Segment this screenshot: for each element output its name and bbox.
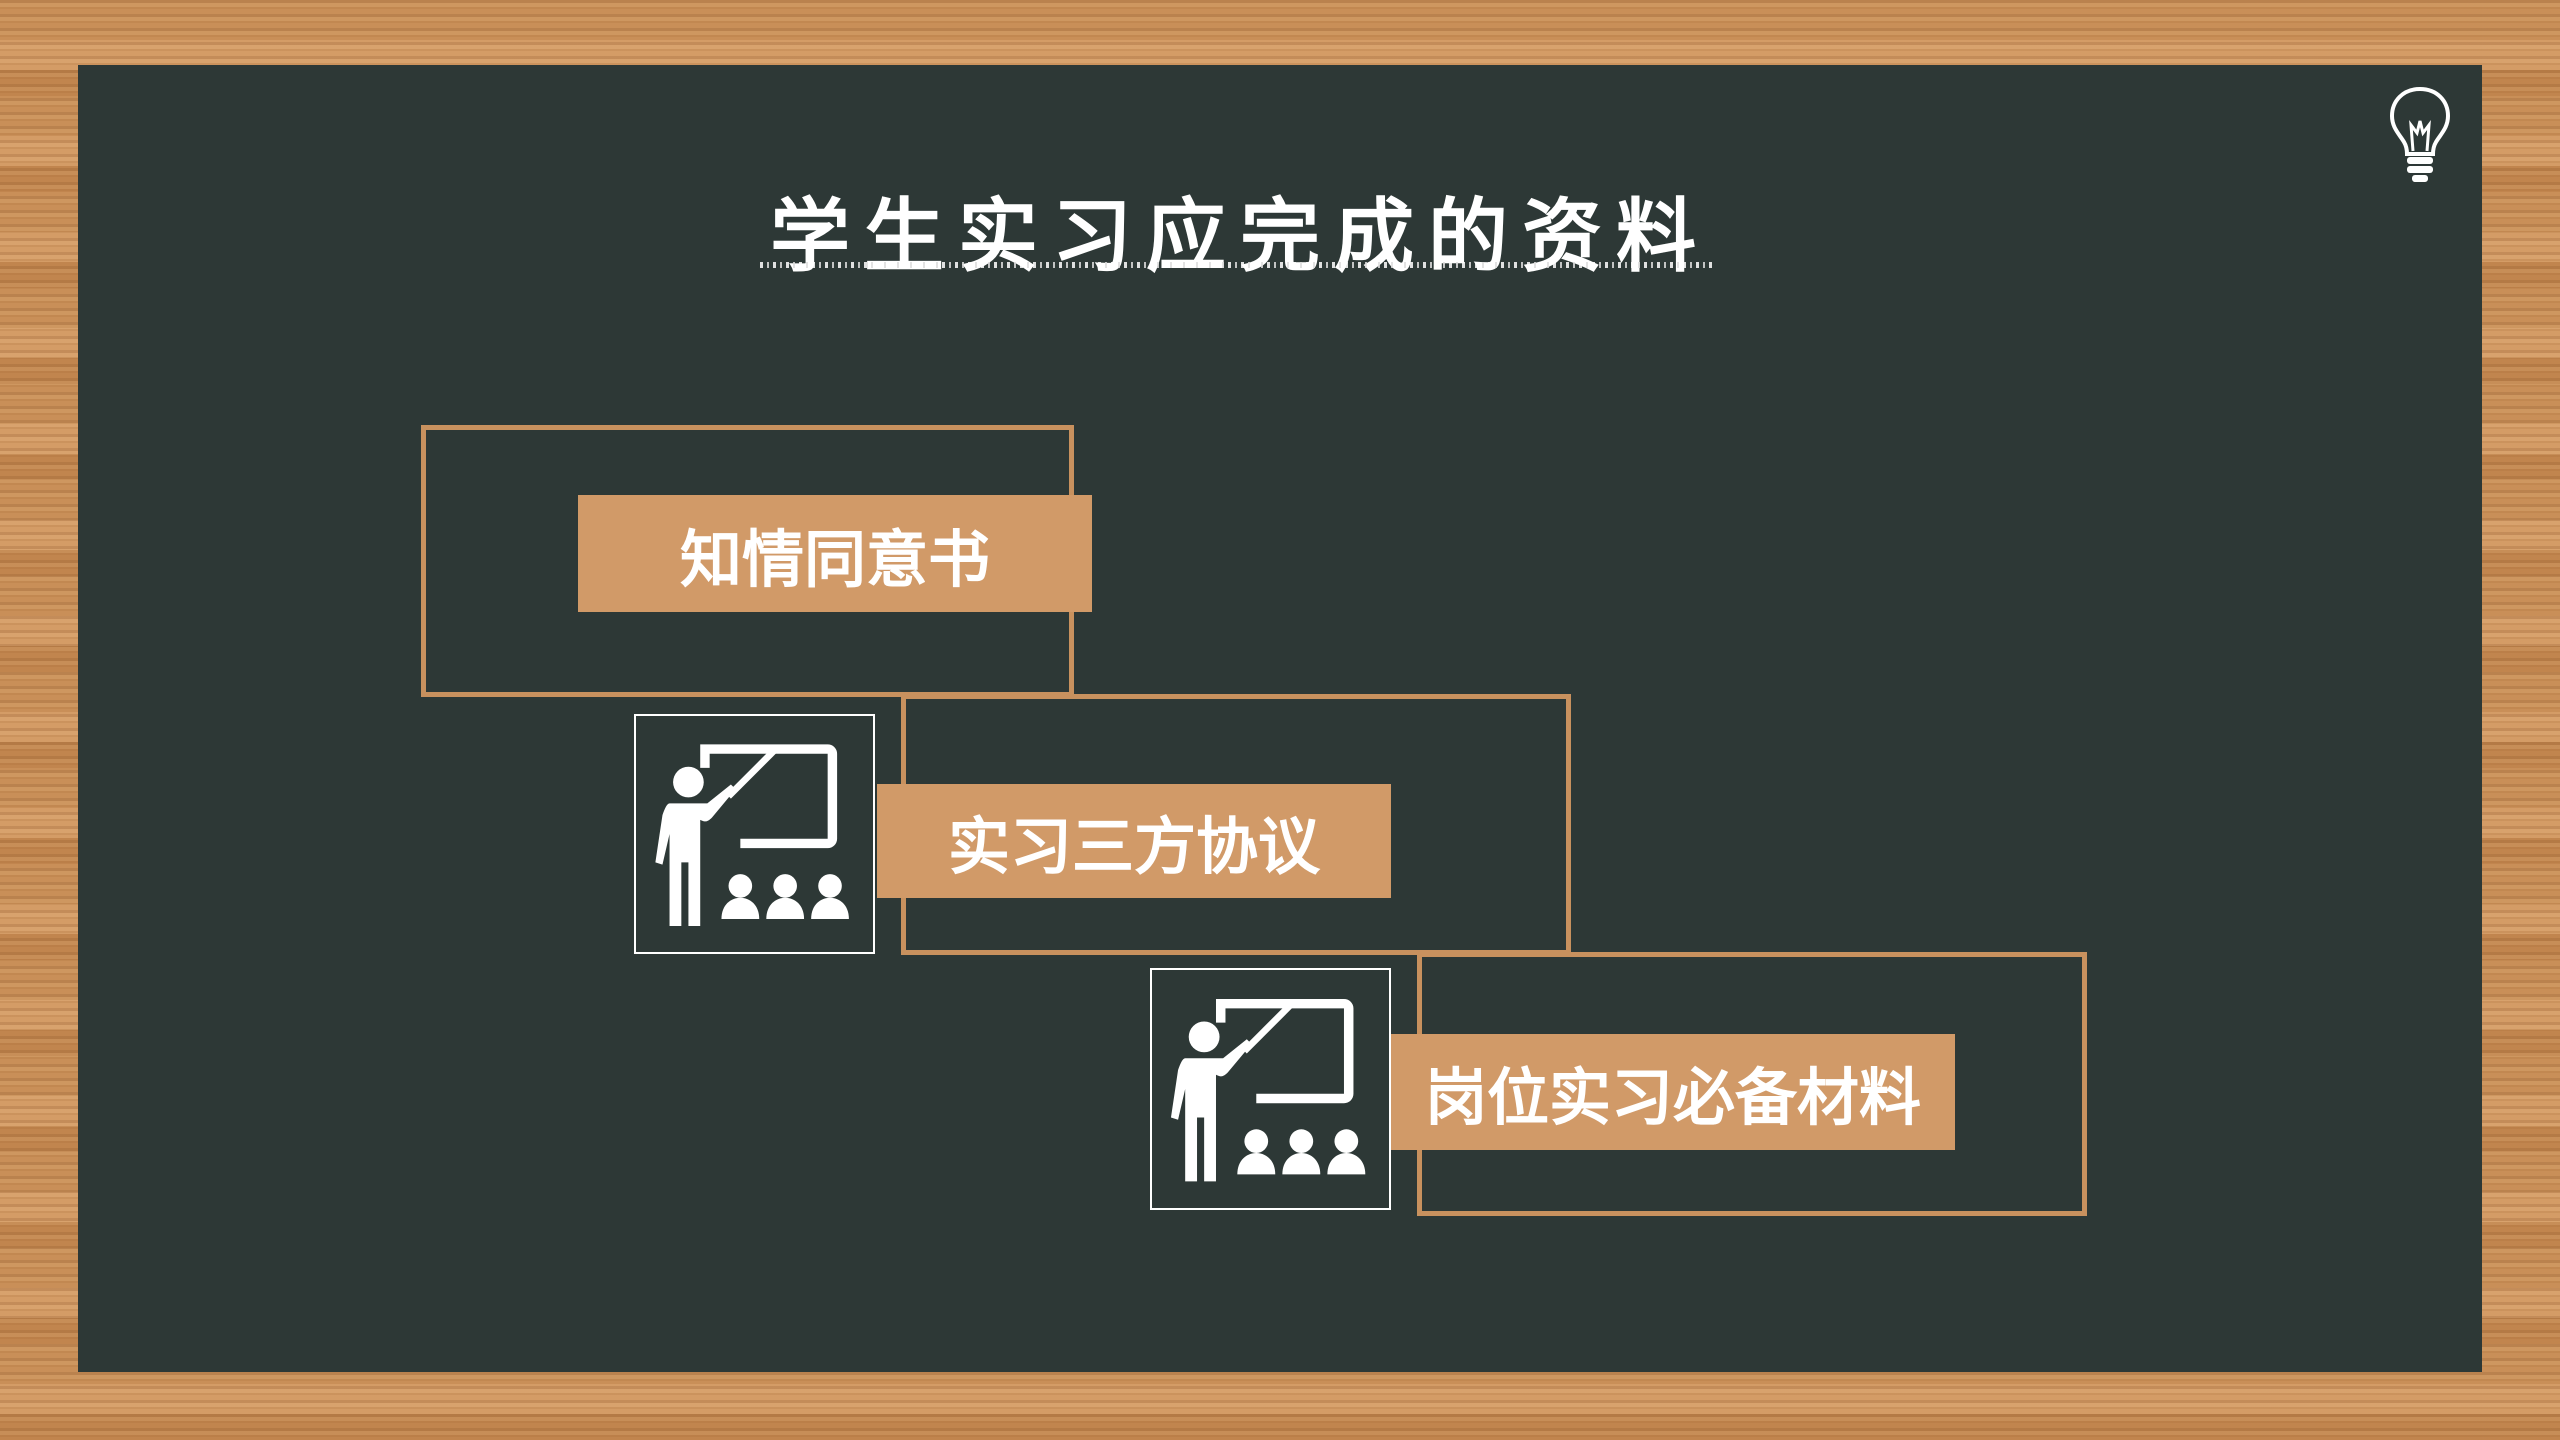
title-underline [760, 262, 1715, 268]
item-label-3: 岗位实习必备材料 [1391, 1034, 1955, 1150]
item-label-1: 知情同意书 [578, 495, 1092, 612]
teacher-icon [634, 714, 875, 954]
teacher-icon [1150, 968, 1391, 1210]
page-title: 学生实习应完成的资料 [770, 190, 1710, 283]
lightbulb-icon [2387, 85, 2453, 185]
item-label-2: 实习三方协议 [877, 784, 1391, 898]
